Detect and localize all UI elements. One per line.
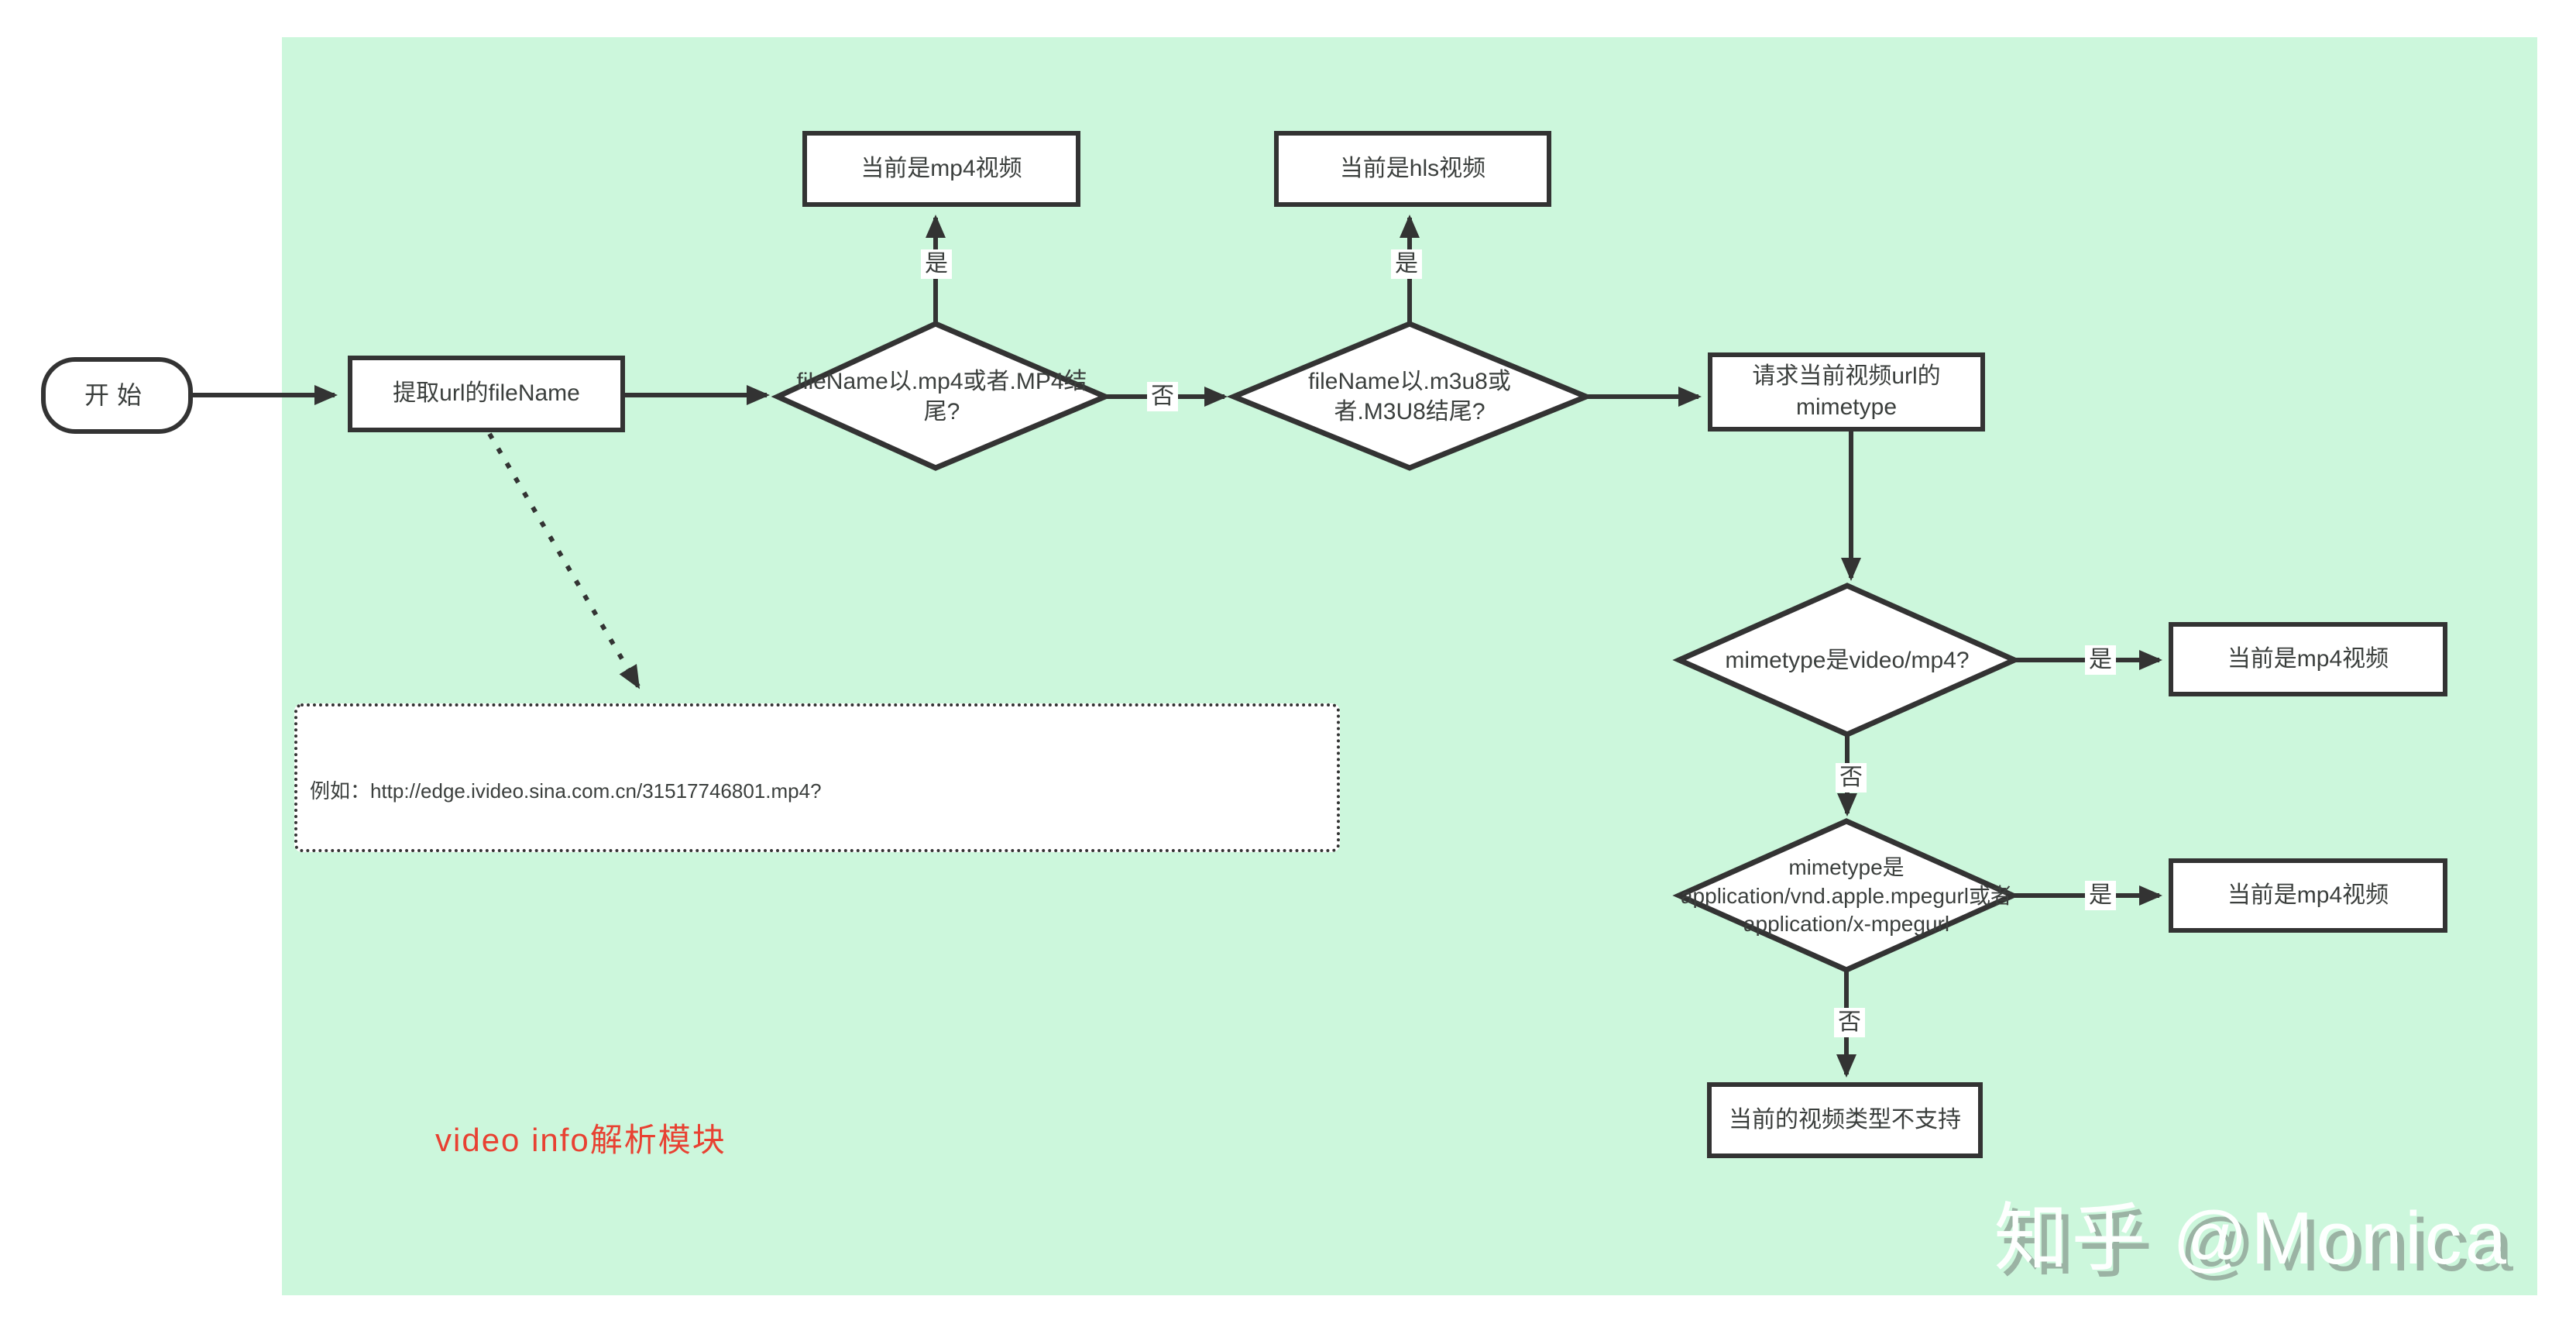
edge-label-yes-d1: 是 [921,249,952,279]
start-node: 开始 [41,357,193,434]
extract-filename-node: 提取url的fileName [348,356,625,432]
request-mimetype-label: 请求当前视频url的mimetype [1752,363,1941,421]
result-mp4-right1-label: 当前是mp4视频 [2227,645,2389,672]
diamond-mimetype-mp4-label: mimetype是video/mp4? [1725,647,1970,673]
result-hls-top-node: 当前是hls视频 [1274,131,1551,207]
result-unsupported-label: 当前的视频类型不支持 [1729,1106,1961,1133]
start-label: 开始 [84,380,149,409]
edge-label-no-d4: 否 [1834,1008,1865,1037]
result-mp4-right2-node: 当前是mp4视频 [2169,858,2447,933]
zhihu-watermark: 知乎 @Monica [1994,1197,2509,1280]
result-mp4-top-label: 当前是mp4视频 [860,155,1022,181]
diamond-mp4-suffix-label: fileName以.mp4或者.MP4结尾? [796,369,1087,425]
edge-label-yes-d4: 是 [2085,881,2116,910]
request-mimetype-node: 请求当前视频url的mimetype [1708,352,1985,431]
result-mp4-right1-node: 当前是mp4视频 [2169,622,2447,696]
note-line-1: 例如：http://edge.ivideo.sina.com.cn/315177… [310,779,822,803]
result-mp4-right2-label: 当前是mp4视频 [2227,882,2389,908]
extract-filename-label: 提取url的fileName [393,380,580,407]
edge-label-yes-d3: 是 [2085,645,2116,675]
diamond-m3u8-suffix-label: fileName以.m3u8或者.M3U8结尾? [1308,369,1511,425]
result-hls-top-label: 当前是hls视频 [1339,155,1486,181]
edge-label-yes-d2: 是 [1391,249,1422,279]
module-title: video info解析模块 [435,1122,726,1158]
edge-label-no-d1: 否 [1147,382,1178,411]
result-unsupported-node: 当前的视频类型不支持 [1707,1082,1983,1158]
edge-label-no-d3: 否 [1836,763,1867,792]
result-mp4-top-node: 当前是mp4视频 [802,131,1080,207]
url-example-note: 例如：http://edge.ivideo.sina.com.cn/315177… [294,703,1340,852]
diamond-mimetype-hls-label: mimetype是application/vnd.apple.mpegurl或者… [1680,855,2013,937]
